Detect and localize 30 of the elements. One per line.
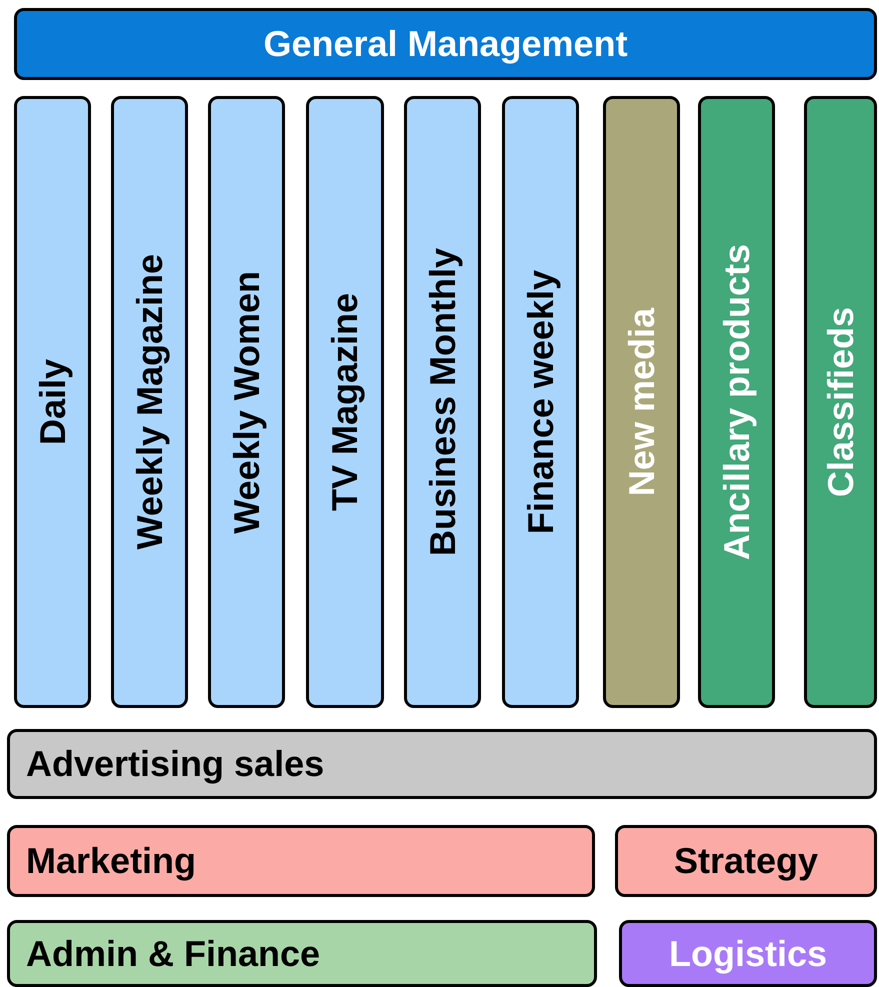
department-bar (619, 920, 877, 987)
department-bar (7, 920, 597, 987)
box-label: Weekly Women (228, 270, 264, 534)
box-label: Business Monthly (424, 248, 460, 556)
box-label: TV Magazine (327, 292, 363, 512)
box-label: Classifieds (822, 306, 858, 498)
unit-column (111, 96, 188, 708)
unit-column (502, 96, 579, 708)
box-label: Ancillary products (718, 244, 754, 560)
unit-column (603, 96, 680, 708)
header-box (14, 8, 877, 80)
department-bar (7, 729, 877, 799)
box-label: New media (624, 308, 660, 496)
unit-column (698, 96, 775, 708)
unit-column (306, 96, 384, 708)
department-bar (7, 825, 595, 897)
box-label: General Management (263, 26, 628, 62)
unit-column (14, 96, 91, 708)
box-label: Advertising sales (26, 746, 324, 782)
box-label: Strategy (674, 843, 818, 879)
box-label: Weekly Magazine (132, 254, 168, 550)
box-label: Daily (34, 358, 70, 446)
box-label: Finance weekly (522, 270, 558, 534)
department-bar (615, 825, 877, 897)
unit-column (404, 96, 481, 708)
unit-column (208, 96, 285, 708)
unit-column (804, 96, 877, 708)
box-label: Logistics (668, 936, 828, 972)
box-label: Marketing (26, 843, 196, 879)
box-label: Admin & Finance (26, 936, 320, 972)
